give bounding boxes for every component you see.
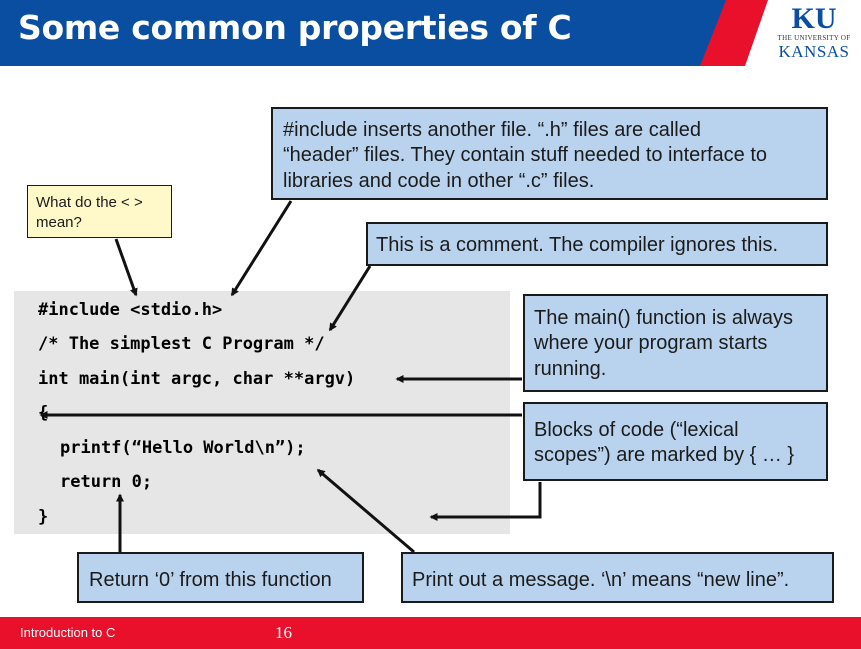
callout-angle-line-2: mean? bbox=[36, 213, 82, 231]
footer-label: Introduction to C bbox=[20, 625, 116, 640]
code-line-main: int main(int argc, char **argv) bbox=[38, 369, 356, 389]
callout-return-line-1: Return ‘0’ from this function bbox=[89, 569, 332, 591]
header-logo-panel bbox=[745, 0, 861, 66]
callout-include-line-1: #include inserts another file. “.h” file… bbox=[283, 119, 701, 141]
page-number: 16 bbox=[275, 623, 292, 642]
callout-main-function: The main() function is always where your… bbox=[523, 294, 828, 392]
arrow-angle-brackets bbox=[114, 238, 138, 297]
arrow-close-brace bbox=[429, 482, 542, 521]
callout-include-line-3: libraries and code in other “.c” files. bbox=[283, 169, 595, 192]
callout-angle-line-1: What do the < > bbox=[36, 194, 143, 211]
code-line-close-brace: } bbox=[38, 507, 49, 527]
slide-footer: Introduction to C 16 bbox=[0, 617, 861, 649]
slide-title: Some common properties of C bbox=[18, 8, 572, 47]
callout-blocks: Blocks of code (“lexical scopes”) are ma… bbox=[523, 402, 828, 481]
code-line-printf: printf(“Hello World\n”); bbox=[60, 438, 306, 458]
slide-header: Some common properties of C KU THE UNIVE… bbox=[0, 0, 861, 66]
logo-university: THE UNIVERSITY OF bbox=[777, 34, 851, 42]
arrow-comment bbox=[328, 265, 372, 332]
ku-logo: KU THE UNIVERSITY OF KANSAS bbox=[770, 4, 858, 64]
arrow-printf bbox=[316, 468, 415, 554]
callout-blocks-line-2: scopes”) are marked by { … } bbox=[534, 444, 795, 467]
callout-print: Print out a message. ‘\n’ means “new lin… bbox=[401, 552, 834, 603]
arrow-include bbox=[230, 200, 293, 297]
code-line-include: #include <stdio.h> bbox=[38, 300, 223, 320]
logo-ku: KU bbox=[791, 2, 837, 35]
callout-return: Return ‘0’ from this function bbox=[77, 552, 364, 603]
logo-kansas: KANSAS bbox=[778, 42, 850, 61]
callout-angle-brackets: What do the < > mean? bbox=[27, 185, 172, 238]
header-red-stripe bbox=[700, 0, 768, 66]
callout-main-line-3: running. bbox=[534, 357, 607, 380]
code-line-return: return 0; bbox=[60, 472, 153, 492]
callout-include: #include inserts another file. “.h” file… bbox=[271, 107, 828, 200]
code-block: #include <stdio.h> /* The simplest C Pro… bbox=[14, 291, 510, 534]
callout-comment-line-1: This is a comment. The compiler ignores … bbox=[376, 234, 779, 256]
code-line-comment: /* The simplest C Program */ bbox=[38, 334, 325, 354]
callout-blocks-line-1: Blocks of code (“lexical bbox=[534, 419, 739, 441]
callout-print-line-1: Print out a message. ‘\n’ means “new lin… bbox=[412, 569, 790, 591]
callout-main-line-1: The main() function is always bbox=[534, 307, 793, 329]
callout-main-line-2: where your program starts bbox=[534, 332, 768, 355]
header-background bbox=[0, 0, 861, 66]
callout-include-line-2: “header” files. They contain stuff neede… bbox=[283, 144, 768, 167]
callout-comment: This is a comment. The compiler ignores … bbox=[366, 222, 828, 266]
